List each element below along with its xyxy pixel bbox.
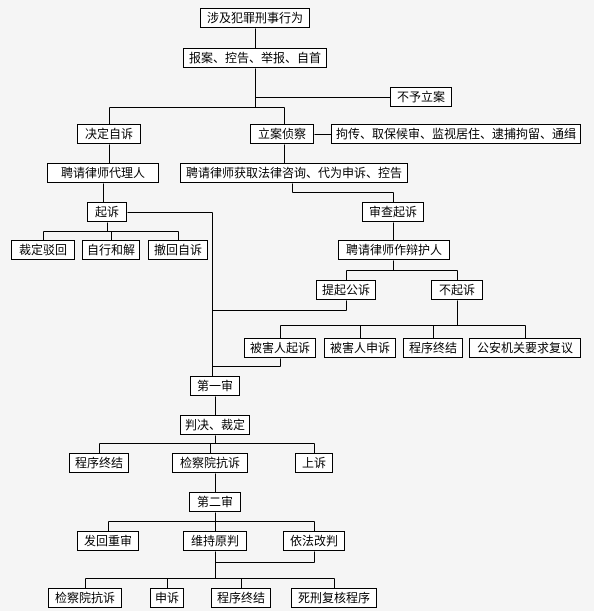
node-prosecute: 提起公诉 (316, 280, 376, 300)
node-petition: 申诉 (150, 588, 184, 608)
node-police-review: 公安机关要求复议 (469, 338, 581, 358)
node-hire-agent: 聘请律师代理人 (47, 163, 159, 183)
node-victim-appeal: 被害人申诉 (324, 338, 396, 358)
node-sue: 起诉 (87, 202, 127, 222)
node-amend: 依法改判 (283, 531, 345, 551)
node-appeal: 上诉 (295, 453, 333, 473)
node-first-trial: 第一审 (190, 376, 240, 396)
node-hire-consult: 聘请律师获取法律咨询、代为申诉、控告 (180, 163, 408, 183)
node-no-case: 不予立案 (390, 87, 452, 107)
node-review: 审查起诉 (362, 202, 424, 222)
node-end-1: 程序终结 (403, 338, 463, 358)
node-judgment: 判决、裁定 (180, 415, 250, 435)
node-end-2: 程序终结 (69, 453, 129, 473)
node-death-review: 死刑复核程序 (291, 588, 377, 608)
node-victim-sue: 被害人起诉 (244, 338, 316, 358)
node-report: 报案、控告、举报、自首 (183, 48, 327, 68)
node-withdraw: 撤回自诉 (148, 240, 208, 260)
node-filing: 立案侦察 (250, 124, 314, 144)
node-procuratorate-protest-1: 检察院抗诉 (172, 453, 248, 473)
node-procuratorate-protest-2: 检察院抗诉 (48, 588, 122, 608)
node-no-prosecute: 不起诉 (431, 280, 483, 300)
node-hire-defender: 聘请律师作辩护人 (338, 240, 450, 260)
node-measures: 拘传、取保候审、监视居住、逮捕拘留、通缉 (331, 124, 581, 144)
node-root: 涉及犯罪刑事行为 (200, 8, 310, 28)
node-dismiss: 裁定驳回 (11, 240, 75, 260)
node-uphold: 维持原判 (183, 531, 247, 551)
node-settle: 自行和解 (82, 240, 140, 260)
node-end-3: 程序终结 (211, 588, 271, 608)
node-retrial: 发回重审 (77, 531, 139, 551)
node-self-sue: 决定自诉 (77, 124, 141, 144)
node-second-trial: 第二审 (189, 492, 241, 512)
